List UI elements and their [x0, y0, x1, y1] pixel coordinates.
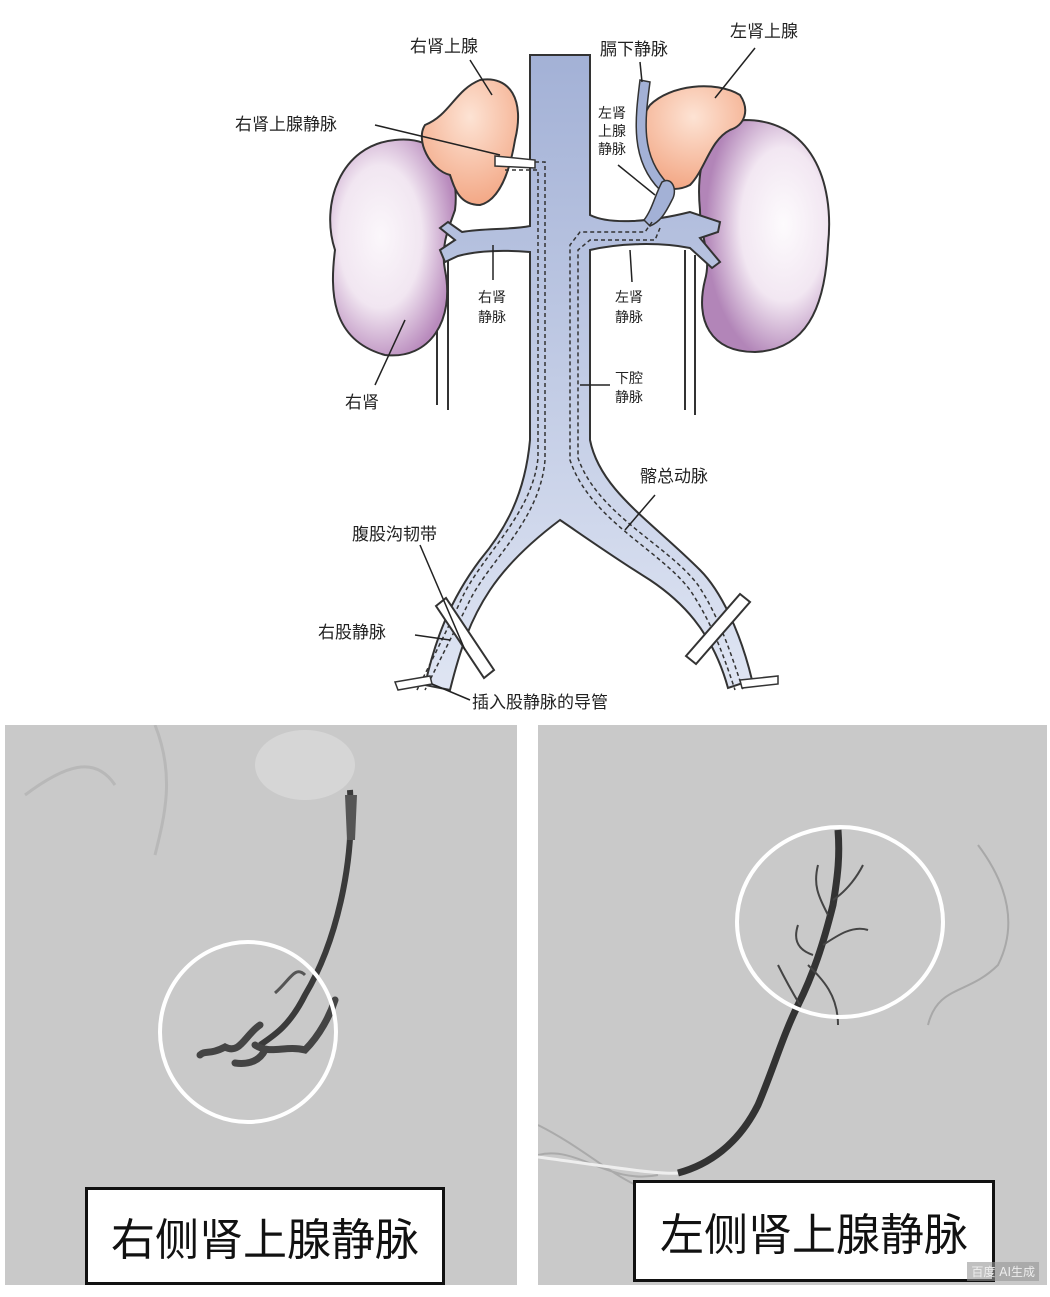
caption-left-adrenal-vein: 左侧肾上腺静脉 — [633, 1180, 995, 1282]
label-inferior-phrenic-vein: 膈下静脉 — [600, 40, 668, 60]
label-right-kidney: 右肾 — [345, 393, 379, 413]
right-adrenal-vein-catheter-tip — [494, 155, 536, 169]
label-left-renal-vein-2: 静脉 — [615, 310, 643, 326]
right-adrenal-venogram-panel: 右侧肾上腺静脉 — [5, 725, 517, 1285]
left-adrenal-vein — [642, 179, 676, 227]
leader-lines — [374, 47, 756, 701]
left-adrenal-venogram-panel: 左侧肾上腺静脉 百度 AI生成 — [538, 725, 1047, 1285]
adrenal-venous-sampling-diagram: 右肾上腺 膈下静脉 左肾上腺 右肾上腺静脉 左肾 上腺 静脉 右肾 静脉 左肾 … — [235, 22, 831, 713]
label-right-renal-vein-2: 静脉 — [478, 310, 506, 326]
label-right-renal-vein-1: 右肾 — [478, 290, 506, 306]
label-left-adrenal-vein-3: 静脉 — [598, 142, 626, 158]
label-left-adrenal: 左肾上腺 — [730, 22, 798, 42]
left-adrenal-venogram-image — [538, 825, 1010, 1196]
label-inguinal-ligament: 腹股沟韧带 — [352, 525, 437, 545]
highlight-circle — [735, 825, 945, 1019]
left-kidney — [698, 118, 831, 354]
label-right-adrenal: 右肾上腺 — [410, 37, 478, 57]
label-common-iliac: 髂总动脉 — [640, 467, 708, 487]
caption-right-adrenal-vein: 右侧肾上腺静脉 — [85, 1187, 445, 1285]
right-kidney — [329, 138, 457, 357]
label-left-renal-vein-1: 左肾 — [615, 290, 643, 306]
label-ivc-2: 静脉 — [615, 390, 643, 406]
label-catheter: 插入股静脉的导管 — [472, 693, 608, 713]
label-right-femoral-vein: 右股静脉 — [318, 623, 386, 643]
label-left-adrenal-vein-1: 左肾 — [598, 106, 626, 122]
catheter-path — [416, 161, 744, 691]
label-ivc-1: 下腔 — [615, 371, 643, 387]
label-right-adrenal-vein: 右肾上腺静脉 — [235, 115, 337, 135]
highlight-circle — [158, 940, 338, 1124]
watermark: 百度 AI生成 — [967, 1262, 1039, 1281]
right-adrenal-venogram-image — [24, 725, 357, 1124]
label-left-adrenal-vein-2: 上腺 — [598, 124, 626, 140]
